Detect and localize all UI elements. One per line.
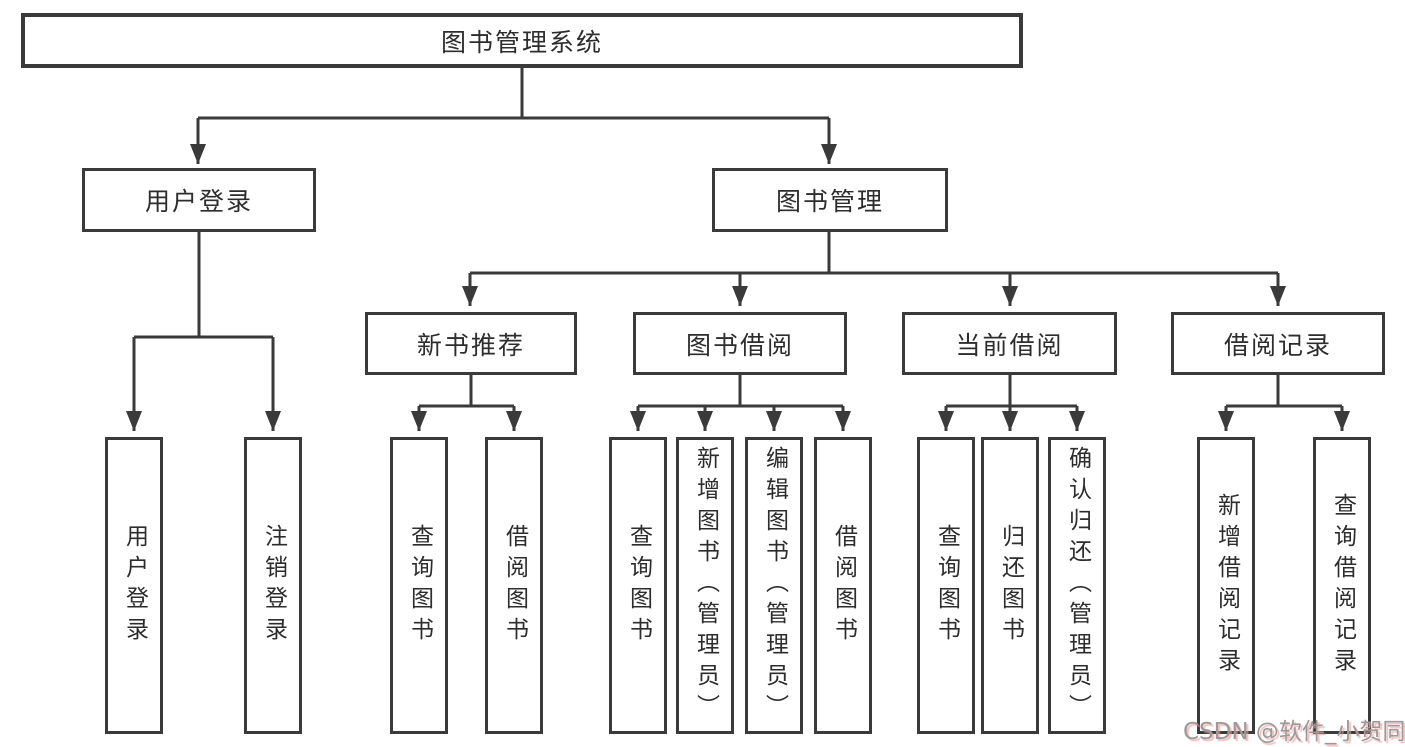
leaf-query-borrow-record: 查询借阅记录 bbox=[1313, 437, 1371, 734]
leaf-query-books-recommend-label: 查询图书 bbox=[406, 523, 433, 648]
leaf-logout-login: 注销登录 bbox=[244, 437, 302, 734]
leaf-confirm-return-admin: 确认归还（管理员） bbox=[1048, 437, 1106, 734]
leaf-edit-book-admin-label: 编辑图书（管理员） bbox=[761, 446, 788, 725]
leaf-logout-login-label: 注销登录 bbox=[260, 523, 287, 648]
node-book-borrow: 图书借阅 bbox=[633, 312, 847, 375]
node-user-login-label: 用户登录 bbox=[144, 187, 253, 216]
node-current-borrow: 当前借阅 bbox=[902, 312, 1117, 375]
leaf-add-borrow-record-label: 新增借阅记录 bbox=[1213, 492, 1240, 679]
leaf-query-books-borrow-label: 查询图书 bbox=[625, 523, 652, 648]
leaf-add-borrow-record: 新增借阅记录 bbox=[1197, 437, 1255, 734]
leaf-query-books-borrow: 查询图书 bbox=[609, 437, 667, 734]
leaf-borrow-books-label: 借阅图书 bbox=[830, 523, 857, 648]
node-borrow-records: 借阅记录 bbox=[1171, 312, 1385, 375]
leaf-query-books-recommend: 查询图书 bbox=[390, 437, 448, 734]
node-book-management-label: 图书管理 bbox=[775, 187, 884, 216]
leaf-query-books-current: 查询图书 bbox=[917, 437, 975, 734]
leaf-return-book: 归还图书 bbox=[981, 437, 1039, 734]
leaf-borrow-books: 借阅图书 bbox=[814, 437, 872, 734]
csdn-watermark: CSDN @软件_小贺同学 bbox=[1183, 719, 1405, 745]
node-borrow-records-label: 借阅记录 bbox=[1223, 330, 1332, 360]
node-current-borrow-label: 当前借阅 bbox=[955, 330, 1064, 360]
leaf-return-book-label: 归还图书 bbox=[997, 523, 1024, 648]
node-book-management: 图书管理 bbox=[712, 168, 948, 232]
node-root-label: 图书管理系统 bbox=[440, 27, 603, 57]
leaf-edit-book-admin: 编辑图书（管理员） bbox=[745, 437, 803, 734]
node-book-borrow-label: 图书借阅 bbox=[685, 330, 794, 360]
leaf-user-login: 用户登录 bbox=[105, 437, 163, 734]
node-new-book-recommend: 新书推荐 bbox=[365, 312, 577, 375]
leaf-add-book-admin-label: 新增图书（管理员） bbox=[692, 446, 719, 725]
leaf-add-book-admin: 新增图书（管理员） bbox=[676, 437, 734, 734]
node-new-book-recommend-label: 新书推荐 bbox=[416, 330, 525, 360]
leaf-confirm-return-admin-label: 确认归还（管理员） bbox=[1064, 446, 1091, 725]
leaf-query-borrow-record-label: 查询借阅记录 bbox=[1329, 492, 1356, 679]
leaf-borrow-books-recommend-label: 借阅图书 bbox=[501, 523, 528, 648]
leaf-query-books-current-label: 查询图书 bbox=[933, 523, 960, 648]
leaf-user-login-label: 用户登录 bbox=[121, 523, 148, 648]
leaf-borrow-books-recommend: 借阅图书 bbox=[485, 437, 543, 734]
node-root: 图书管理系统 bbox=[21, 13, 1023, 68]
node-user-login: 用户登录 bbox=[82, 168, 316, 232]
